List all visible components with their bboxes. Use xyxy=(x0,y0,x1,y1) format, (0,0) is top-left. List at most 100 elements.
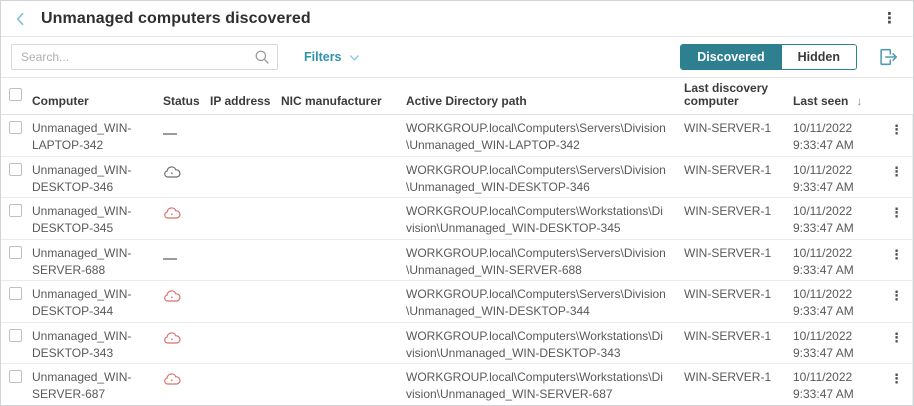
row-menu-icon[interactable]: ⋮ xyxy=(890,163,903,179)
search-input[interactable] xyxy=(11,44,278,70)
last-seen-time: 9:33:47 AM xyxy=(793,221,854,236)
last-seen-date: 10/11/2022 xyxy=(793,328,853,343)
export-button[interactable] xyxy=(875,44,901,70)
last-discovery-computer: WIN-SERVER-1 xyxy=(684,121,772,135)
computer-name: Unmanaged_WIN-SERVER-687 xyxy=(32,370,132,402)
ip-address xyxy=(210,281,281,286)
row-actions-cell: ⋮ xyxy=(881,240,912,264)
row-checkbox[interactable] xyxy=(9,328,22,342)
nic-manufacturer xyxy=(281,198,406,203)
last-seen-time: 9:33:47 AM xyxy=(793,138,854,152)
row-checkbox-cell xyxy=(1,198,32,222)
row-actions-cell: ⋮ xyxy=(881,281,912,305)
active-directory-path: WORKGROUP.local\Computers\Servers\Divisi… xyxy=(406,162,666,194)
toolbar: Filters Discovered Hidden xyxy=(1,37,913,78)
row-checkbox-cell xyxy=(1,157,32,181)
last-seen: 10/11/2022 9:33:47 AM xyxy=(793,157,881,196)
page-menu-icon[interactable]: ⋮ xyxy=(882,10,897,27)
row-checkbox[interactable] xyxy=(9,370,22,384)
last-seen-time: 9:33:47 AM xyxy=(793,345,854,360)
chevron-left-icon xyxy=(16,12,24,25)
last-seen-date: 10/11/2022 xyxy=(793,287,853,302)
row-checkbox[interactable] xyxy=(9,287,22,301)
ip-address xyxy=(210,364,281,369)
active-directory-path: WORKGROUP.local\Computers\Servers\Divisi… xyxy=(406,245,666,277)
last-seen-date: 10/11/2022 xyxy=(793,204,853,219)
row-checkbox-cell xyxy=(1,281,32,305)
column-header-last-seen[interactable]: Last seen ↓ xyxy=(793,95,881,108)
status-cloud-icon xyxy=(164,373,181,386)
table-row: Unmanaged_WIN-SERVER-688 WORKGROUP.local… xyxy=(1,240,912,282)
row-checkbox[interactable] xyxy=(9,162,22,176)
ip-address xyxy=(210,323,281,328)
last-discovery-computer: WIN-SERVER-1 xyxy=(684,204,772,219)
last-discovery-computer: WIN-SERVER-1 xyxy=(684,245,772,260)
row-actions-cell: ⋮ xyxy=(881,115,912,139)
status-cloud-icon xyxy=(164,207,181,219)
last-seen: 10/11/2022 9:33:47 AM xyxy=(793,281,881,320)
active-directory-path: WORKGROUP.local\Computers\Workstations\D… xyxy=(406,328,663,360)
column-header-last-discovery-computer[interactable]: Last discovery computer xyxy=(684,81,769,108)
search-icon[interactable] xyxy=(253,48,271,66)
last-seen: 10/11/2022 9:33:47 AM xyxy=(793,364,881,403)
nic-manufacturer xyxy=(281,364,406,369)
column-header-ad-path[interactable]: Active Directory path xyxy=(406,94,527,108)
column-header-ip-address[interactable]: IP address xyxy=(210,94,271,108)
row-menu-icon[interactable]: ⋮ xyxy=(890,205,903,221)
status-cloud-icon xyxy=(164,290,181,302)
table-row: Unmanaged_WIN-DESKTOP-343 WORKGROUP.loca… xyxy=(1,323,912,365)
row-checkbox[interactable] xyxy=(9,245,22,259)
last-discovery-computer: WIN-SERVER-1 xyxy=(684,287,772,302)
status-dash-icon xyxy=(163,257,177,260)
row-actions-cell: ⋮ xyxy=(881,323,912,347)
row-menu-icon[interactable]: ⋮ xyxy=(890,246,903,262)
last-seen-date: 10/11/2022 xyxy=(793,162,853,177)
filters-button[interactable]: Filters xyxy=(304,50,361,64)
discovered-tab[interactable]: Discovered xyxy=(681,45,781,69)
table-body: Unmanaged_WIN-LAPTOP-342 WORKGROUP.local… xyxy=(1,115,913,405)
last-discovery-computer: WIN-SERVER-1 xyxy=(684,370,772,385)
status-cell xyxy=(163,240,210,265)
last-seen-date: 10/11/2022 xyxy=(793,370,853,385)
status-cell xyxy=(163,157,210,185)
active-directory-path: WORKGROUP.local\Computers\Workstations\D… xyxy=(406,204,663,236)
row-checkbox[interactable] xyxy=(9,121,22,134)
column-header-nic-manufacturer[interactable]: NIC manufacturer xyxy=(281,94,382,108)
last-seen: 10/11/2022 9:33:47 AM xyxy=(793,115,881,154)
computer-name: Unmanaged_WIN-DESKTOP-345 xyxy=(32,204,132,236)
row-menu-icon[interactable]: ⋮ xyxy=(890,288,903,304)
last-seen: 10/11/2022 9:33:47 AM xyxy=(793,323,881,362)
column-header-computer[interactable]: Computer xyxy=(32,94,89,108)
row-menu-icon[interactable]: ⋮ xyxy=(890,122,903,137)
table-row: Unmanaged_WIN-LAPTOP-342 WORKGROUP.local… xyxy=(1,115,912,157)
last-seen-time: 9:33:47 AM xyxy=(793,179,854,194)
export-icon xyxy=(880,48,898,66)
row-checkbox[interactable] xyxy=(9,204,22,218)
select-all-checkbox[interactable] xyxy=(9,88,22,101)
back-button[interactable] xyxy=(9,7,33,31)
chevron-down-icon xyxy=(349,54,359,61)
status-cell xyxy=(163,115,210,140)
active-directory-path: WORKGROUP.local\Computers\Servers\Divisi… xyxy=(406,121,666,152)
computer-name: Unmanaged_WIN-LAPTOP-342 xyxy=(32,121,132,152)
column-header-status[interactable]: Status xyxy=(163,94,200,108)
row-checkbox-cell xyxy=(1,323,32,347)
page-title: Unmanaged computers discovered xyxy=(41,9,311,27)
search-box xyxy=(11,44,278,70)
row-menu-icon[interactable]: ⋮ xyxy=(890,371,903,387)
last-seen: 10/11/2022 9:33:47 AM xyxy=(793,240,881,279)
last-discovery-computer: WIN-SERVER-1 xyxy=(684,328,772,343)
row-menu-icon[interactable]: ⋮ xyxy=(890,329,903,345)
status-cell xyxy=(163,198,210,226)
nic-manufacturer xyxy=(281,281,406,286)
status-cloud-icon xyxy=(164,332,181,344)
last-seen-time: 9:33:47 AM xyxy=(793,262,854,277)
table-row: Unmanaged_WIN-SERVER-687 WORKGROUP.local… xyxy=(1,364,912,405)
nic-manufacturer xyxy=(281,115,406,120)
status-cloud-icon xyxy=(164,165,181,178)
view-toggle: Discovered Hidden xyxy=(680,44,857,70)
hidden-tab[interactable]: Hidden xyxy=(780,45,856,69)
computer-name: Unmanaged_WIN-DESKTOP-343 xyxy=(32,328,132,360)
table-row: Unmanaged_WIN-DESKTOP-344 WORKGROUP.loca… xyxy=(1,281,912,323)
